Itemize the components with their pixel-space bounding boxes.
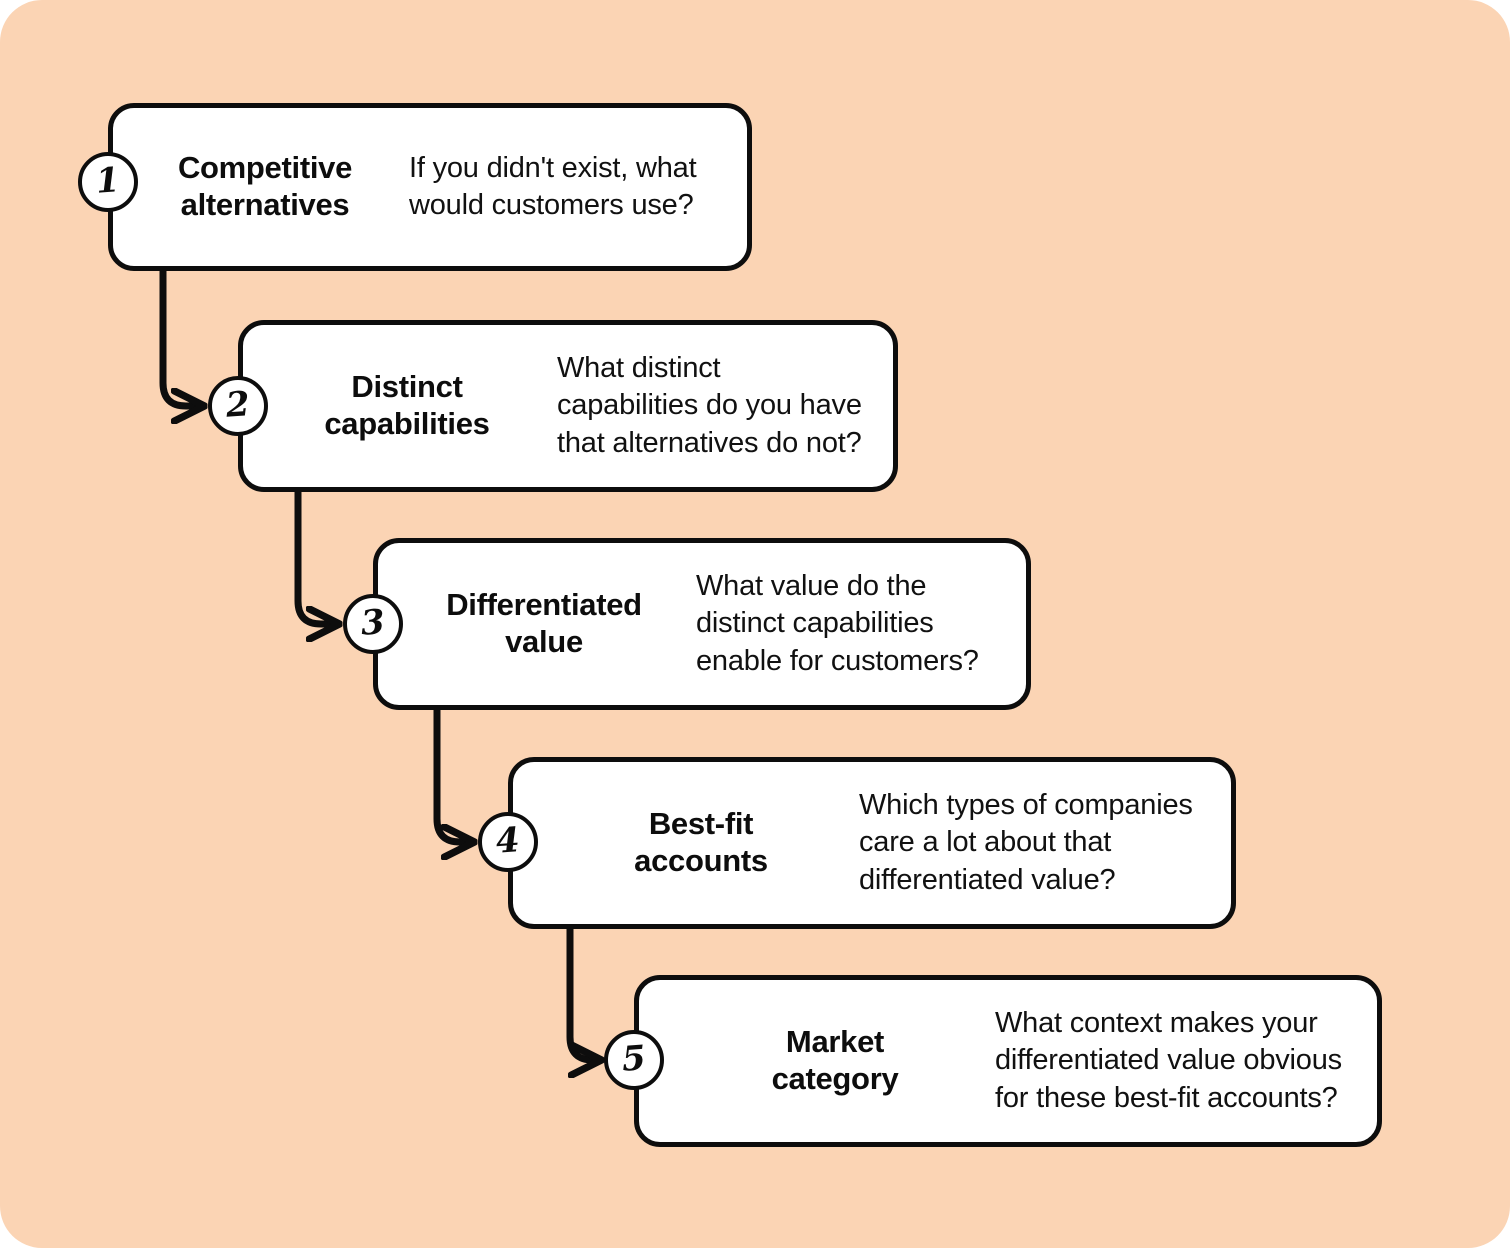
connector-4-to-5 [566,925,597,1060]
step-description-3: What value do the distinct capabilities … [696,570,979,677]
step-card-1[interactable]: Competitive alternatives If you didn't e… [108,103,752,271]
connector-1-to-2 [159,267,200,406]
step-number-label-5: 5 [620,1038,648,1080]
step-title-3: Differentiated value [446,587,642,659]
step-number-badge-3: 3 [343,594,403,654]
step-card-4[interactable]: Best-fit accounts Which types of compani… [508,757,1236,929]
step-number-label-4: 4 [494,820,522,862]
step-number-badge-2: 2 [208,376,268,436]
step-number-label-3: 3 [359,602,387,644]
step-title-5: Market category [771,1024,899,1096]
step-title-1: Competitive alternatives [177,150,353,222]
step-number-label-1: 1 [94,160,122,202]
step-description-5: What context makes your differentiated v… [995,1007,1342,1114]
step-number-badge-4: 4 [478,812,538,872]
step-number-badge-5: 5 [604,1030,664,1090]
step-description-1: If you didn't exist, what would customer… [409,151,697,221]
step-title-4: Best-fit accounts [634,806,768,878]
connector-2-to-3 [294,488,335,624]
step-number-badge-1: 1 [78,152,138,212]
step-number-label-2: 2 [224,384,252,426]
step-description-2: What distinct capabilities do you have t… [557,352,862,459]
step-card-2[interactable]: Distinct capabilities What distinct capa… [238,320,898,492]
step-card-5[interactable]: Market category What context makes your … [634,975,1382,1147]
step-card-3[interactable]: Differentiated value What value do the d… [373,538,1031,710]
step-title-2: Distinct capabilities [324,369,490,441]
step-description-4: Which types of companies care a lot abou… [859,789,1193,896]
connector-3-to-4 [433,706,470,842]
